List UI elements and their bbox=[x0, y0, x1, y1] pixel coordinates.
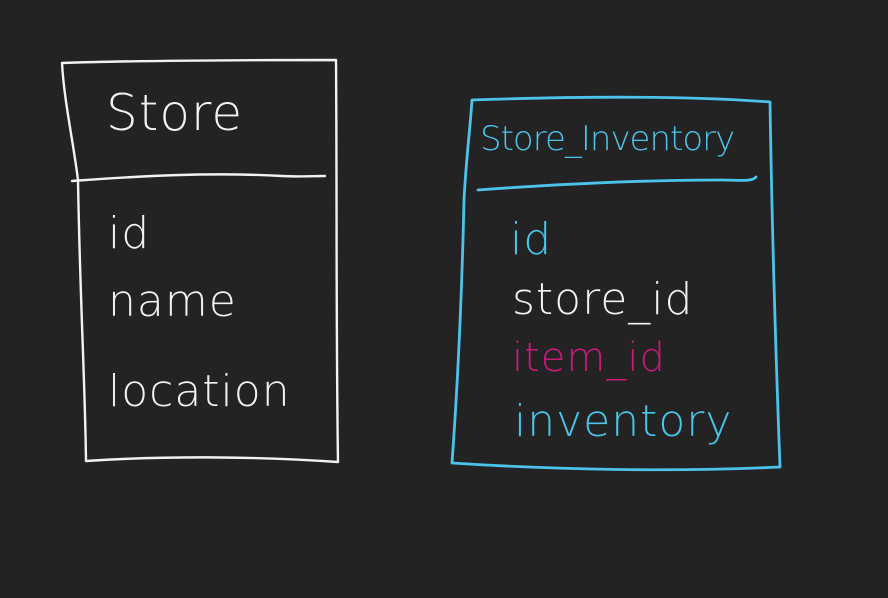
inventory-field-inventory: inventory bbox=[514, 396, 733, 447]
inventory-field-item-id: item_id bbox=[512, 335, 666, 381]
inventory-header-divider bbox=[476, 175, 758, 192]
inventory-field-id: id bbox=[510, 214, 553, 265]
inventory-table-border bbox=[450, 95, 782, 472]
store-table-border bbox=[60, 58, 340, 464]
store-field-id: id bbox=[108, 208, 151, 259]
store-table-title: Store bbox=[106, 84, 244, 142]
store-header-divider bbox=[70, 173, 327, 183]
inventory-field-store-id: store_id bbox=[512, 274, 694, 325]
store-field-name: name bbox=[108, 276, 237, 327]
store-field-location: location bbox=[108, 366, 291, 417]
inventory-table-title: Store_Inventory bbox=[480, 119, 735, 159]
